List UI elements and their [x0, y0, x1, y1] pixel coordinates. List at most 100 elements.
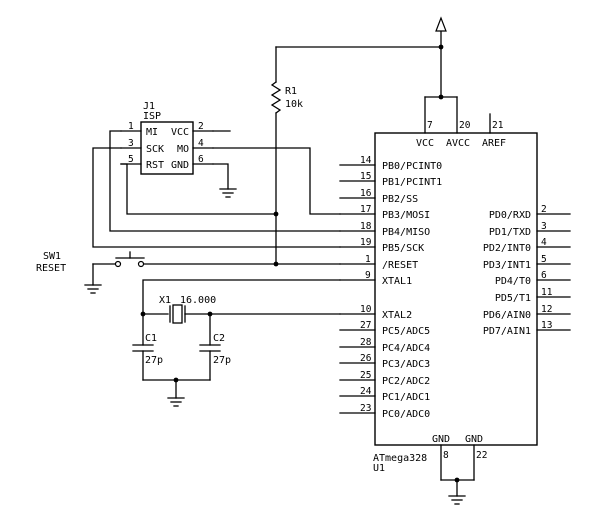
u1-pin-number: 10: [360, 304, 372, 315]
c2-ref: C2: [213, 333, 225, 344]
u1-pin-pb1: 15 PB1/PCINT1: [339, 171, 442, 188]
r1-resistor: R1 10k: [270, 46, 303, 265]
u1-pin-label: PD2/INT0: [483, 243, 531, 254]
wire-rst: [120, 163, 277, 215]
x1-crystal: X1 16.000: [159, 295, 216, 324]
u1-pin-label: PD7/AIN1: [483, 326, 531, 337]
crystal-icon: [169, 304, 186, 324]
u1-pin-pb2: 16 PB2/SS: [339, 188, 418, 205]
u1-pin-number: 9: [365, 270, 371, 281]
j1-ref: J1: [143, 101, 155, 112]
ground-icon: [448, 495, 466, 505]
u1-pin-label: GND: [465, 434, 483, 445]
j1-pin-number: 6: [198, 154, 204, 165]
u1-pin-xtal1: 9 XTAL1: [339, 270, 412, 287]
u1-pin-pd3: 5 PD3/INT1: [483, 254, 571, 271]
wire-miso: [109, 130, 341, 232]
u1-pin-pb5: 19 PB5/SCK: [339, 237, 424, 254]
x1-ref: X1: [159, 295, 171, 306]
u1-pin-gnd-22: 22 GND: [465, 434, 487, 481]
sw1-label: RESET: [36, 263, 66, 274]
u1-pin-number: 14: [360, 155, 372, 166]
u1-pin-label: PD5/T1: [495, 293, 531, 304]
junction-dot: [438, 44, 444, 50]
u1-pin-label: PC2/ADC2: [382, 376, 430, 387]
u1-pin-pc2: 25 PC2/ADC2: [339, 370, 430, 387]
r1-ref: R1: [285, 86, 297, 97]
junction-dot: [273, 211, 279, 217]
u1-pin-reset: 1 /RESET: [339, 254, 418, 271]
u1-pin-label: PB1/PCINT1: [382, 177, 442, 188]
u1-pin-label: PC3/ADC3: [382, 359, 430, 370]
u1-pin-number: 22: [476, 450, 487, 461]
u1-pin-label: XTAL2: [382, 310, 412, 321]
u1-pin-number: 25: [360, 370, 371, 381]
u1-pin-number: 7: [427, 120, 433, 131]
u1-pin-pb4: 18 PB4/MISO: [339, 221, 430, 238]
u1-pin-label: PC1/ADC1: [382, 392, 430, 403]
u1-pin-number: 18: [360, 221, 372, 232]
u1-pin-pb0: 14 PB0/PCINT0: [339, 155, 442, 172]
u1-pin-number: 15: [360, 171, 371, 182]
u1-pin-number: 3: [541, 221, 547, 232]
u1-pin-number: 20: [459, 120, 471, 131]
u1-pin-pc3: 26 PC3/ADC3: [339, 353, 430, 370]
u1-pin-number: 13: [541, 320, 552, 331]
u1-pin-number: 23: [360, 403, 371, 414]
junction-dot: [438, 94, 444, 100]
u1-pin-gnd-8: 8 GND: [432, 434, 450, 481]
u1-pin-pd1: 3 PD1/TXD: [489, 221, 571, 238]
u1-pin-pd4: 6 PD4/T0: [495, 270, 571, 287]
u1-pin-aref: 21 AREF: [482, 113, 506, 149]
j1-pin-label: MI: [146, 127, 158, 138]
u1-part-name: ATmega328: [373, 453, 427, 464]
u1-pin-label: PD1/TXD: [489, 227, 531, 238]
x1-value: 16.000: [180, 295, 216, 306]
u1-pin-label: AVCC: [446, 138, 470, 149]
isp-wiring: [92, 130, 341, 248]
u1-pin-label: PB5/SCK: [382, 243, 424, 254]
u1-pin-pc5: 27 PC5/ADC5: [339, 320, 430, 337]
j1-pin-label: VCC: [171, 127, 189, 138]
junction-dot: [273, 261, 279, 267]
wire-mosi: [212, 147, 341, 215]
r1-value: 10k: [285, 99, 303, 110]
u1-pin-number: 4: [541, 237, 547, 248]
u1-pin-pb3: 17 PB3/MOSI: [339, 204, 430, 221]
u1-pin-label: PD4/T0: [495, 276, 531, 287]
u1-pin-number: 26: [360, 353, 372, 364]
j1-body: [140, 121, 194, 175]
u1-pin-number: 17: [360, 204, 371, 215]
ground-icon: [167, 397, 185, 407]
u1-pin-number: 2: [541, 204, 547, 215]
u1-pin-pc1: 24 PC1/ADC1: [339, 386, 430, 403]
u1-pin-label: PB3/MOSI: [382, 210, 430, 221]
u1-pin-label: AREF: [482, 138, 506, 149]
u1-pin-label: PD0/RXD: [489, 210, 531, 221]
u1-pin-label: PC0/ADC0: [382, 409, 430, 420]
u1-pin-number: 6: [541, 270, 547, 281]
u1-pin-number: 1: [365, 254, 371, 265]
u1-pin-label: PD6/AIN0: [483, 310, 531, 321]
vcc-supply: [275, 16, 458, 100]
u1-pin-number: 12: [541, 304, 552, 315]
u1-pin-pd5: 11 PD5/T1: [495, 287, 571, 304]
u1-pin-label: PC4/ADC4: [382, 343, 430, 354]
u1-pin-pc0: 23 PC0/ADC0: [339, 403, 430, 420]
capacitor-icon: [199, 344, 221, 352]
j1-pin-label: RST: [146, 160, 164, 171]
u1-pin-label: PB2/SS: [382, 194, 418, 205]
sw1-ref: SW1: [43, 251, 61, 262]
u1-pin-label: /RESET: [382, 260, 418, 271]
u1-pin-pd0: 2 PD0/RXD: [489, 204, 571, 221]
j1-pin-label: SCK: [146, 144, 164, 155]
j1-pin-label: MO: [177, 144, 189, 155]
u1-pin-number: 27: [360, 320, 371, 331]
j1-pin-number: 4: [198, 138, 204, 149]
j1-pin-number: 3: [128, 138, 134, 149]
u1-body: [374, 132, 538, 446]
u1-pin-number: 5: [541, 254, 547, 265]
u1-pin-label: PB4/MISO: [382, 227, 430, 238]
sw1-reset-switch: SW1 RESET: [36, 251, 145, 294]
